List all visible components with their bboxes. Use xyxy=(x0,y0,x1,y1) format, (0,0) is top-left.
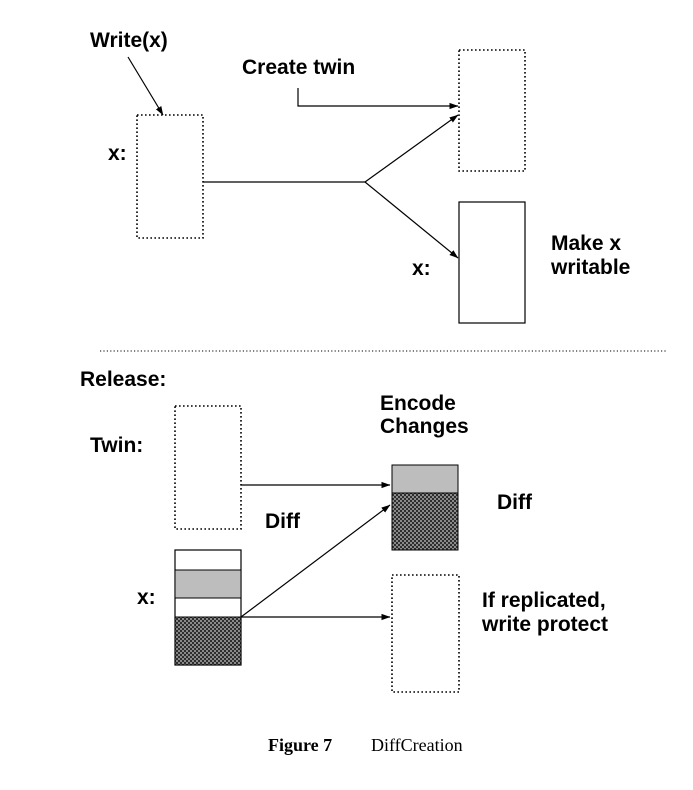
page-x-modified-box xyxy=(174,549,242,666)
diff-box xyxy=(391,464,459,551)
write-protected-box xyxy=(391,574,460,693)
page-x-read-only-box xyxy=(136,114,204,239)
create-twin-arrow xyxy=(297,88,459,110)
diff-label-left: Diff xyxy=(265,510,301,533)
page-x-changed-region xyxy=(174,569,242,599)
write-x-label: Write(x) xyxy=(90,29,168,52)
page-x-encoded-region xyxy=(174,616,242,666)
diff-changed-region xyxy=(391,464,459,494)
x-label-original: x: xyxy=(108,142,127,165)
x-label-writable: x: xyxy=(412,257,431,280)
twin-label: Twin: xyxy=(90,434,143,457)
create-twin-label: Create twin xyxy=(242,56,355,79)
encode-changes-line1: Encode xyxy=(380,392,456,415)
x-label-bottom: x: xyxy=(137,586,156,609)
diff-label-right: Diff xyxy=(497,491,533,514)
make-writable-line2: writable xyxy=(550,256,630,279)
make-writable-line1: Make x xyxy=(551,232,621,255)
x-to-diff-arrow xyxy=(240,504,391,618)
write-arrow xyxy=(127,56,164,116)
figure-title: DiffCreation xyxy=(371,735,463,755)
page-x-writable-box xyxy=(458,201,526,324)
encode-changes-line2: Changes xyxy=(380,415,469,438)
twin-box xyxy=(174,405,242,530)
figure-number: Figure 7 xyxy=(268,735,332,755)
twin-copy-box xyxy=(458,49,526,172)
write-protect-line1: If replicated, xyxy=(482,589,606,612)
branch-to-writable-arrow xyxy=(364,181,459,259)
branch-to-twin-arrow xyxy=(364,114,459,183)
write-protect-line2: write protect xyxy=(481,613,608,636)
diff-encoded-region xyxy=(391,492,459,551)
release-label: Release: xyxy=(80,368,166,391)
